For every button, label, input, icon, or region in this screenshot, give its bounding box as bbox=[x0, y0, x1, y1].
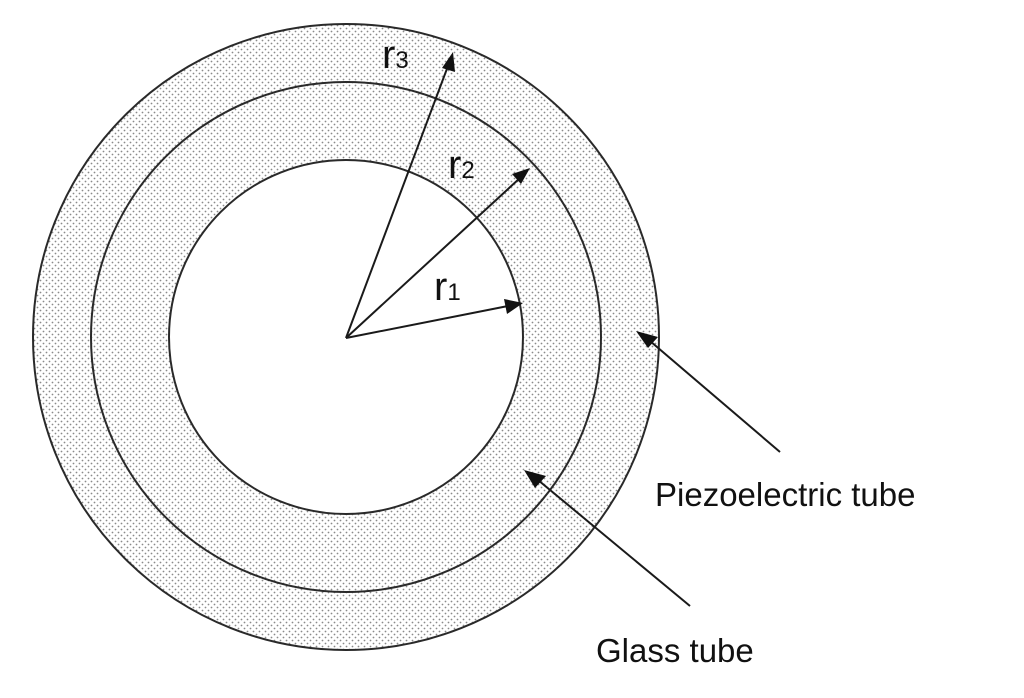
radius-r2-arrow bbox=[345, 168, 530, 339]
label-r3: r3 bbox=[382, 33, 409, 77]
glass-tube-label: Glass tube bbox=[596, 632, 754, 669]
label-r2: r2 bbox=[448, 143, 475, 187]
glass-pointer bbox=[524, 470, 691, 607]
piezoelectric-tube-label: Piezoelectric tube bbox=[655, 476, 915, 513]
radius-r3-arrow bbox=[345, 52, 455, 339]
label-r1: r1 bbox=[434, 265, 461, 309]
piezoelectric-pointer bbox=[636, 331, 781, 453]
radius-r1-arrow bbox=[345, 299, 523, 339]
